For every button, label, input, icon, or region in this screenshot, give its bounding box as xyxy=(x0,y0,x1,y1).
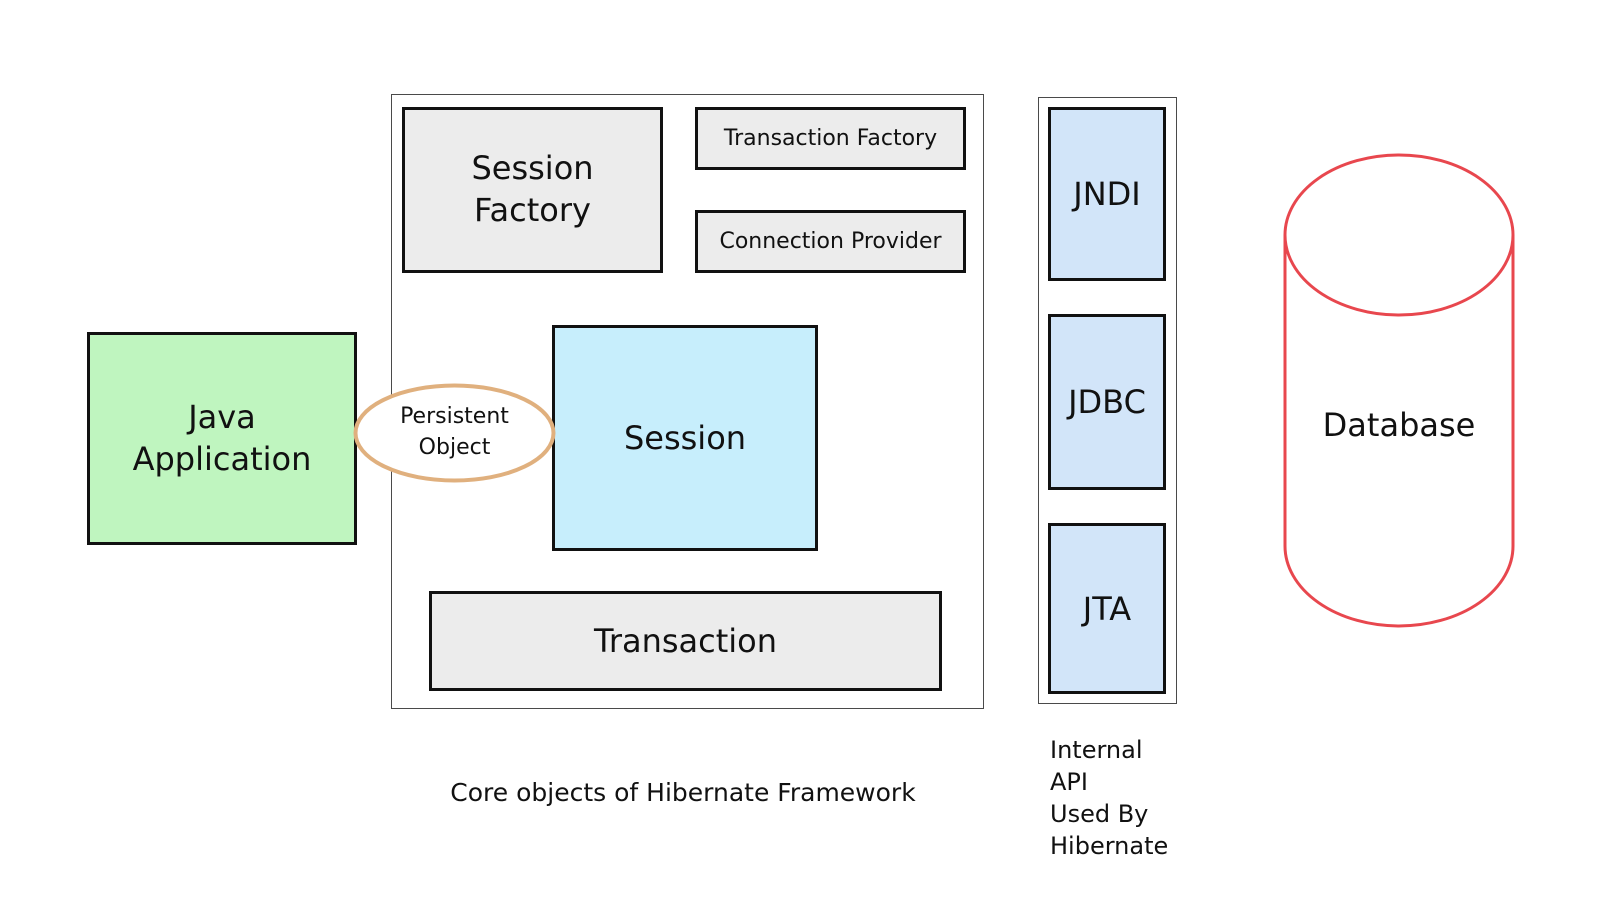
transaction-factory-box: Transaction Factory xyxy=(695,107,966,170)
jta-label: JTA xyxy=(1082,589,1132,628)
jdbc-box: JDBC xyxy=(1048,314,1166,490)
transaction-label: Transaction xyxy=(593,622,778,660)
hibernate-core-caption: Core objects of Hibernate Framework xyxy=(450,778,916,807)
database-cylinder xyxy=(1283,153,1515,628)
transaction-box: Transaction xyxy=(429,591,942,691)
transaction-factory-label: Transaction Factory xyxy=(723,126,938,151)
jta-box: JTA xyxy=(1048,523,1166,694)
connection-provider-box: Connection Provider xyxy=(695,210,966,273)
jdbc-label: JDBC xyxy=(1068,383,1146,421)
database-label: Database xyxy=(1322,406,1476,444)
java-application-label: Java Application xyxy=(132,397,312,478)
persistent-object-label: Persistent Object xyxy=(400,404,509,460)
session-factory-box: Session Factory xyxy=(402,107,663,273)
persistent-object: Persistent Object xyxy=(352,382,557,484)
connection-provider-label: Connection Provider xyxy=(719,229,942,254)
java-application-box: Java Application xyxy=(87,332,357,545)
session-factory-label: Session Factory xyxy=(471,149,594,229)
internal-api-caption: Internal API Used By Hibernate xyxy=(1050,736,1169,860)
jndi-label: JNDI xyxy=(1073,175,1141,213)
session-label: Session xyxy=(623,419,747,457)
jndi-box: JNDI xyxy=(1048,107,1166,281)
session-box: Session xyxy=(552,325,818,551)
database: Database xyxy=(1282,380,1516,470)
persistent-object-ellipse xyxy=(353,383,556,483)
